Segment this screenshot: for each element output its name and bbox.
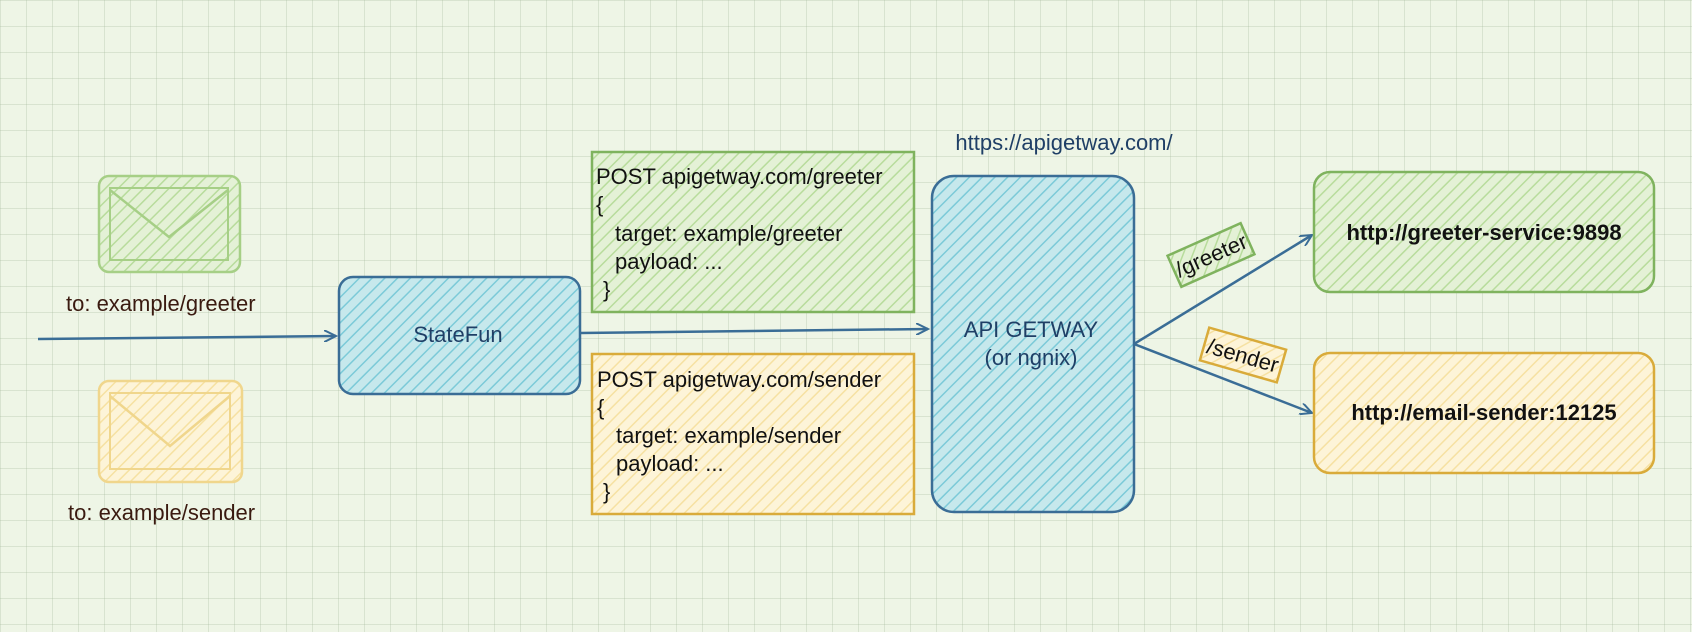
gateway-title: API GETWAY bbox=[964, 317, 1099, 342]
gateway-subtitle: (or ngnix) bbox=[985, 345, 1078, 370]
greeter-route-arrow bbox=[1133, 235, 1312, 346]
greeter-service-box: http://greeter-service:9898 bbox=[1312, 170, 1656, 294]
sender-route-arrow bbox=[1133, 342, 1312, 413]
sender-request-line: } bbox=[603, 479, 610, 504]
sender-message-label: to: example/sender bbox=[68, 500, 255, 525]
api-gateway-box: API GETWAY (or ngnix) bbox=[930, 174, 1136, 514]
greeter-message-label: to: example/greeter bbox=[66, 291, 256, 316]
envelope-icon bbox=[97, 379, 244, 484]
statefun-box: StateFun bbox=[337, 275, 582, 396]
gateway-url: https://apigetway.com/ bbox=[955, 130, 1173, 155]
greeter-request-line: POST apigetway.com/greeter bbox=[596, 164, 883, 189]
greeter-request-box: POST apigetway.com/greeter { target: exa… bbox=[590, 150, 916, 314]
greeter-request-line: payload: ... bbox=[615, 249, 723, 274]
email-sender-service-label: http://email-sender:12125 bbox=[1351, 400, 1616, 425]
envelope-icon bbox=[97, 174, 242, 274]
sender-request-line: target: example/sender bbox=[616, 423, 841, 448]
greeter-request-line: { bbox=[596, 192, 603, 217]
sender-request-box: POST apigetway.com/sender { target: exam… bbox=[590, 352, 916, 516]
input-arrow bbox=[37, 336, 336, 339]
statefun-to-gateway-arrow bbox=[579, 329, 928, 333]
sender-request-line: payload: ... bbox=[616, 451, 724, 476]
email-sender-service-box: http://email-sender:12125 bbox=[1312, 351, 1656, 475]
sender-request-line: POST apigetway.com/sender bbox=[597, 367, 881, 392]
sender-request-line: { bbox=[597, 395, 604, 420]
greeter-request-line: target: example/greeter bbox=[615, 221, 842, 246]
statefun-label: StateFun bbox=[413, 322, 502, 347]
greeter-request-line: } bbox=[603, 277, 610, 302]
greeter-service-label: http://greeter-service:9898 bbox=[1346, 220, 1621, 245]
